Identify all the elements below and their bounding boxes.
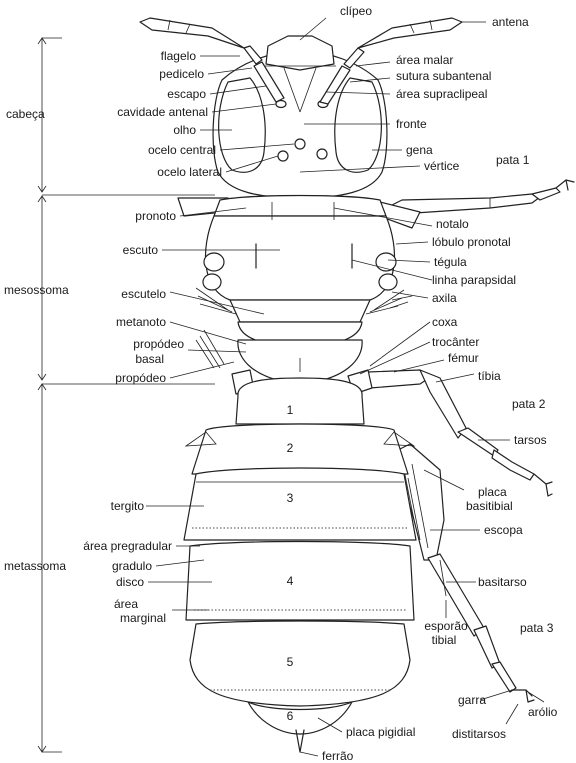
label-pata-2: pata 2 — [512, 397, 546, 411]
segment-number: 6 — [287, 709, 294, 723]
label-area-supraclipeal: área supraclipeal — [396, 87, 487, 101]
mesosoma — [178, 196, 420, 395]
label-mesossoma: mesossoma — [4, 283, 69, 297]
label-garra: garra — [458, 693, 486, 707]
head — [213, 36, 387, 198]
label-clipeo: clípeo — [340, 4, 372, 18]
label-disco: disco — [116, 575, 144, 589]
label-pata-3: pata 3 — [520, 621, 554, 635]
label-propodeo-basal-2: basal — [135, 352, 164, 366]
label-escopa: escopa — [484, 523, 523, 537]
label-olho: olho — [173, 123, 196, 137]
label-area-marginal-2: marginal — [120, 611, 166, 625]
label-escapo: escapo — [167, 87, 206, 101]
label-esporao-tibial-2: tibial — [432, 633, 457, 647]
label-area-malar: área malar — [396, 53, 453, 67]
label-propodeo: propódeo — [115, 371, 166, 385]
label-notalo: notalo — [436, 217, 469, 231]
label-pata-1: pata 1 — [496, 153, 530, 167]
label-metassoma: metassoma — [4, 559, 66, 573]
segment-number: 1 — [287, 403, 294, 417]
label-axila: axila — [432, 291, 457, 305]
segment-number: 3 — [287, 491, 294, 505]
label-placa-pigidial: placa pigidial — [346, 725, 415, 739]
label-cabeca: cabeça — [6, 107, 45, 121]
label-tegula: tégula — [434, 255, 467, 269]
metasoma — [184, 378, 416, 752]
label-pedicelo: pedicelo — [159, 67, 204, 81]
label-arolio: arólio — [528, 705, 558, 719]
label-ocelo-central: ocelo central — [148, 143, 216, 157]
label-vertice: vértice — [424, 159, 460, 173]
label-distitarsos: distitarsos — [452, 727, 506, 741]
label-area-marginal-1: área — [114, 597, 138, 611]
label-cavidade-antenal: cavidade antenal — [117, 105, 208, 119]
label-basitarso: basitarso — [478, 575, 527, 589]
label-sutura-subantenal: sutura subantenal — [396, 69, 491, 83]
label-ferrao: ferrão — [322, 749, 354, 763]
leg-3 — [394, 444, 534, 702]
label-tibia: tíbia — [478, 369, 501, 383]
label-area-pregradular: área pregradular — [83, 539, 172, 553]
label-gradulo: gradulo — [112, 559, 152, 573]
label-coxa: coxa — [432, 315, 458, 329]
label-escuto: escuto — [123, 243, 159, 257]
label-ocelo-lateral: ocelo lateral — [157, 165, 222, 179]
label-fronte: fronte — [396, 117, 427, 131]
segment-number: 4 — [287, 574, 294, 588]
label-esporao-tibial-1: esporão — [424, 619, 468, 633]
label-tergito: tergito — [111, 499, 145, 513]
label-linha-parapsidal: linha parapsidal — [432, 273, 516, 287]
leg-1 — [392, 180, 574, 214]
segment-number: 5 — [287, 655, 294, 669]
segment-number: 2 — [287, 441, 294, 455]
label-escutelo: escutelo — [121, 287, 166, 301]
label-femur: fémur — [448, 351, 479, 365]
label-pronoto: pronoto — [135, 209, 176, 223]
label-placa-basitibial-2: basitibial — [466, 499, 513, 513]
label-tarsos: tarsos — [514, 433, 547, 447]
label-propodeo-basal-1: propódeo — [133, 337, 184, 351]
label-placa-basitibial-1: placa — [478, 485, 507, 499]
label-lobulo-pronotal: lóbulo pronotal — [432, 235, 511, 249]
label-antena: antena — [492, 15, 529, 29]
label-gena: gena — [406, 143, 433, 157]
label-trocanter: trocânter — [432, 335, 479, 349]
label-flagelo: flagelo — [161, 49, 197, 63]
label-metanoto: metanoto — [116, 315, 166, 329]
